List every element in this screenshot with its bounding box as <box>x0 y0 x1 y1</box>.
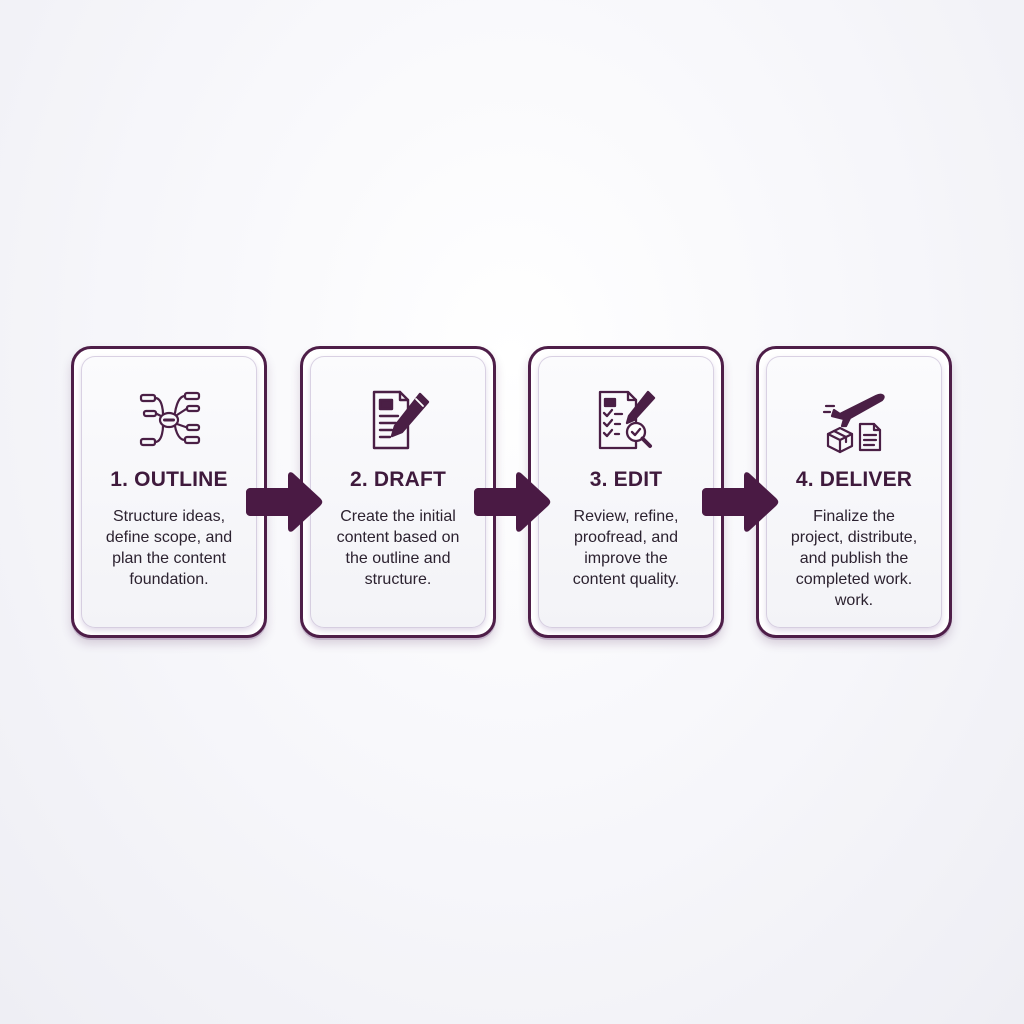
step-description: Review, refine, proofread, and improve t… <box>544 506 708 590</box>
step-card-inner: 2. DRAFT Create the initial content base… <box>310 356 486 628</box>
step-card-inner: 3. EDIT Review, refine, proofread, and i… <box>538 356 714 628</box>
step-description-line: the outline and <box>345 550 451 567</box>
step-description-line: content based on <box>336 529 460 546</box>
step-description-line: project, distribute, <box>790 529 918 546</box>
step-card-inner: 4. DELIVER Finalize the project, distrib… <box>766 356 942 628</box>
step-card-edit: 3. EDIT Review, refine, proofread, and i… <box>528 346 724 638</box>
document-pen-icon <box>364 386 432 454</box>
step-description: Finalize the project, distribute, and pu… <box>772 506 936 611</box>
step-title: 4. DELIVER <box>795 468 913 491</box>
step-title: 2. DRAFT <box>349 468 447 491</box>
step-card-inner: 1. OUTLINE Structure ideas, define scope… <box>81 356 257 628</box>
step-description-line: and publish the <box>799 550 909 567</box>
airplane-package-document-icon <box>820 386 888 454</box>
mind-map-icon <box>135 386 203 454</box>
step-description-line: define scope, and <box>105 529 233 546</box>
step-card-draft: 2. DRAFT Create the initial content base… <box>300 346 496 638</box>
checklist-magnifier-icon <box>592 386 660 454</box>
step-card-outline: 1. OUTLINE Structure ideas, define scope… <box>71 346 267 638</box>
step-card-deliver: 4. DELIVER Finalize the project, distrib… <box>756 346 952 638</box>
step-description-line: structure. <box>364 571 432 588</box>
step-title: 3. EDIT <box>589 468 663 491</box>
arrow-right-icon <box>474 470 552 534</box>
step-description-line: Finalize the <box>813 508 895 525</box>
arrow-right-icon <box>246 470 324 534</box>
step-description: Structure ideas, define scope, and plan … <box>87 506 251 590</box>
step-description-line: foundation. <box>129 571 209 588</box>
step-description-line: Create the initial <box>340 508 456 525</box>
step-description-line: work. <box>834 592 874 609</box>
arrow-right-icon <box>702 470 780 534</box>
step-description-line: improve the <box>584 550 668 567</box>
step-title: 1. OUTLINE <box>110 468 228 491</box>
step-description-line: Review, refine, <box>573 508 679 525</box>
step-description-line: content quality. <box>572 571 680 588</box>
step-description-line: Structure ideas, <box>112 508 226 525</box>
step-description-line: completed work. <box>795 571 913 588</box>
step-description: Create the initial content based on the … <box>316 506 480 590</box>
step-description-line: plan the content <box>112 550 226 567</box>
step-description-line: proofread, and <box>573 529 679 546</box>
